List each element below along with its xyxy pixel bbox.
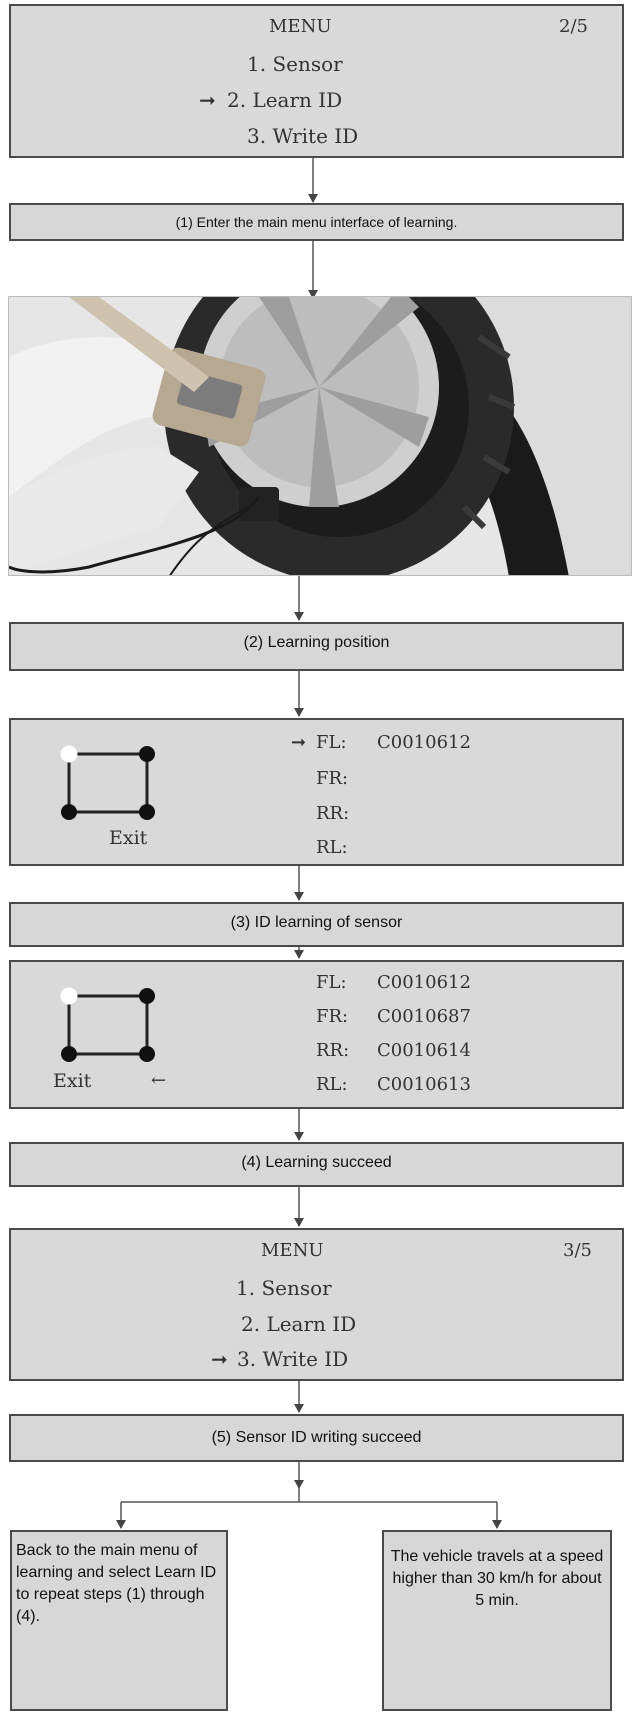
menu-title: MENU xyxy=(269,16,332,37)
tpms-tool-at-tire-photo xyxy=(8,296,632,576)
wheel-rr-dot xyxy=(139,1046,155,1062)
menu-item-sensor[interactable]: 1. Sensor xyxy=(247,52,343,76)
step-3-label: (3) ID learning of sensor xyxy=(230,914,403,931)
selection-arrow-icon: ➞ xyxy=(211,1347,228,1371)
wheel-fr-dot xyxy=(139,988,155,1004)
wheel-fr-dot xyxy=(139,746,155,762)
row-rr-label: RR: xyxy=(316,1040,350,1061)
lcd-menu-screen-write: MENU 3/5 1. Sensor 2. Learn ID ➞ 3. Writ… xyxy=(9,1228,624,1381)
step-5-label: (5) Sensor ID writing succeed xyxy=(211,1429,422,1446)
wheel-rr-dot xyxy=(139,804,155,820)
lcd-learning-screen: Exit ➞ FL: C0010612 FR: RR: RL: xyxy=(9,718,624,866)
row-fr-value: C0010687 xyxy=(377,1006,471,1027)
exit-option[interactable]: Exit xyxy=(53,1070,92,1092)
menu-item-sensor[interactable]: 1. Sensor xyxy=(236,1276,332,1300)
step-2-label: (2) Learning position xyxy=(243,634,390,651)
row-rr-label: RR: xyxy=(316,803,350,824)
menu-title: MENU xyxy=(261,1240,324,1261)
row-fr-label: FR: xyxy=(316,1006,349,1027)
row-rl-label: RL: xyxy=(316,837,348,858)
menu-item-write-id[interactable]: 3. Write ID xyxy=(247,124,359,148)
outcome-repeat-learning-text: Back to the main menu of learning and se… xyxy=(16,1542,217,1625)
lcd-learned-screen: Exit ← FL: C0010612 FR: C0010687 RR: C00… xyxy=(9,960,624,1109)
selection-arrow-icon: ➞ xyxy=(291,732,307,753)
wheel-position-diagram xyxy=(60,987,155,1062)
row-fr-label: FR: xyxy=(316,768,349,789)
row-rl-value: C0010613 xyxy=(377,1074,471,1095)
step-3-box: (3) ID learning of sensor xyxy=(9,902,624,947)
selection-arrow-icon: ➞ xyxy=(199,88,216,112)
menu-item-learn-id[interactable]: 2. Learn ID xyxy=(227,88,343,112)
step-1-box: (1) Enter the main menu interface of lea… xyxy=(9,203,624,241)
outcome-repeat-learning-box: Back to the main menu of learning and se… xyxy=(10,1530,228,1711)
exit-option[interactable]: Exit xyxy=(109,827,148,849)
row-fl-value: C0010612 xyxy=(377,972,471,993)
wheel-position-diagram xyxy=(60,745,155,820)
row-rr-value: C0010614 xyxy=(377,1040,471,1061)
lcd-menu-screen-learn: MENU 2/5 1. Sensor ➞ 2. Learn ID 3. Writ… xyxy=(9,4,624,158)
outcome-drive-vehicle-box: The vehicle travels at a speed higher th… xyxy=(382,1530,612,1711)
wheel-rl-dot xyxy=(61,1046,77,1062)
wheel-fl-dot xyxy=(60,987,78,1005)
row-rl-label: RL: xyxy=(316,1074,348,1095)
menu-page-indicator: 2/5 xyxy=(559,16,588,37)
step-4-label: (4) Learning succeed xyxy=(241,1154,392,1171)
menu-item-write-id[interactable]: 3. Write ID xyxy=(237,1347,349,1371)
step-2-box: (2) Learning position xyxy=(9,622,624,671)
row-fl-value: C0010612 xyxy=(377,732,471,753)
wheel-fl-dot xyxy=(60,745,78,763)
menu-page-indicator: 3/5 xyxy=(563,1240,592,1261)
step-1-label: (1) Enter the main menu interface of lea… xyxy=(175,214,458,230)
row-fl-label: FL: xyxy=(316,732,347,753)
outcome-drive-vehicle-text: The vehicle travels at a speed higher th… xyxy=(390,1548,604,1609)
menu-item-learn-id[interactable]: 2. Learn ID xyxy=(241,1312,357,1336)
exit-arrow-icon: ← xyxy=(151,1070,167,1091)
row-fl-label: FL: xyxy=(316,972,347,993)
wheel-rl-dot xyxy=(61,804,77,820)
step-4-box: (4) Learning succeed xyxy=(9,1142,624,1187)
step-5-box: (5) Sensor ID writing succeed xyxy=(9,1414,624,1462)
